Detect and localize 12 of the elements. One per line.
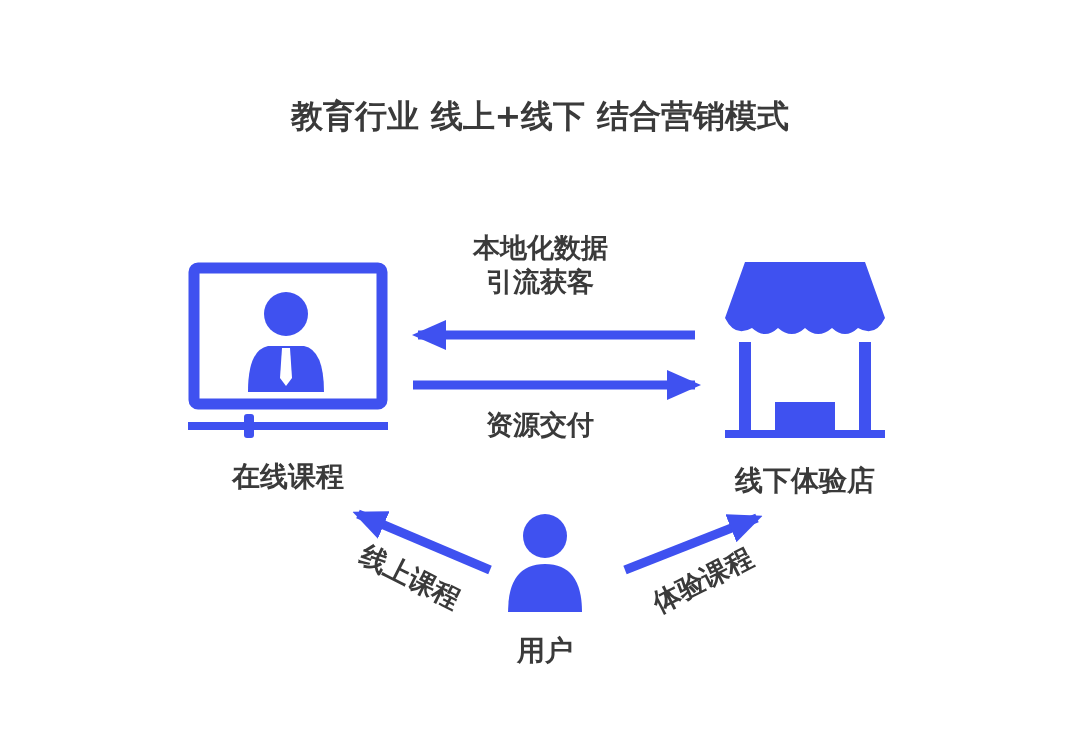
- edge-label: 线上课程: [354, 537, 467, 617]
- arrow: [412, 320, 695, 350]
- node-label: 在线课程: [231, 459, 344, 495]
- node-label: 线下体验店: [735, 463, 875, 499]
- arrow: [352, 509, 492, 575]
- arrow: [413, 370, 701, 400]
- edge-label: 本地化数据引流获客: [471, 231, 609, 299]
- diagram-title: 教育行业 线上+线下 结合营销模式: [289, 96, 790, 137]
- edge-label: 资源交付: [485, 408, 595, 442]
- edge-label: 体验课程: [646, 540, 759, 620]
- node-label: 用户: [517, 633, 573, 669]
- arrow: [623, 513, 763, 575]
